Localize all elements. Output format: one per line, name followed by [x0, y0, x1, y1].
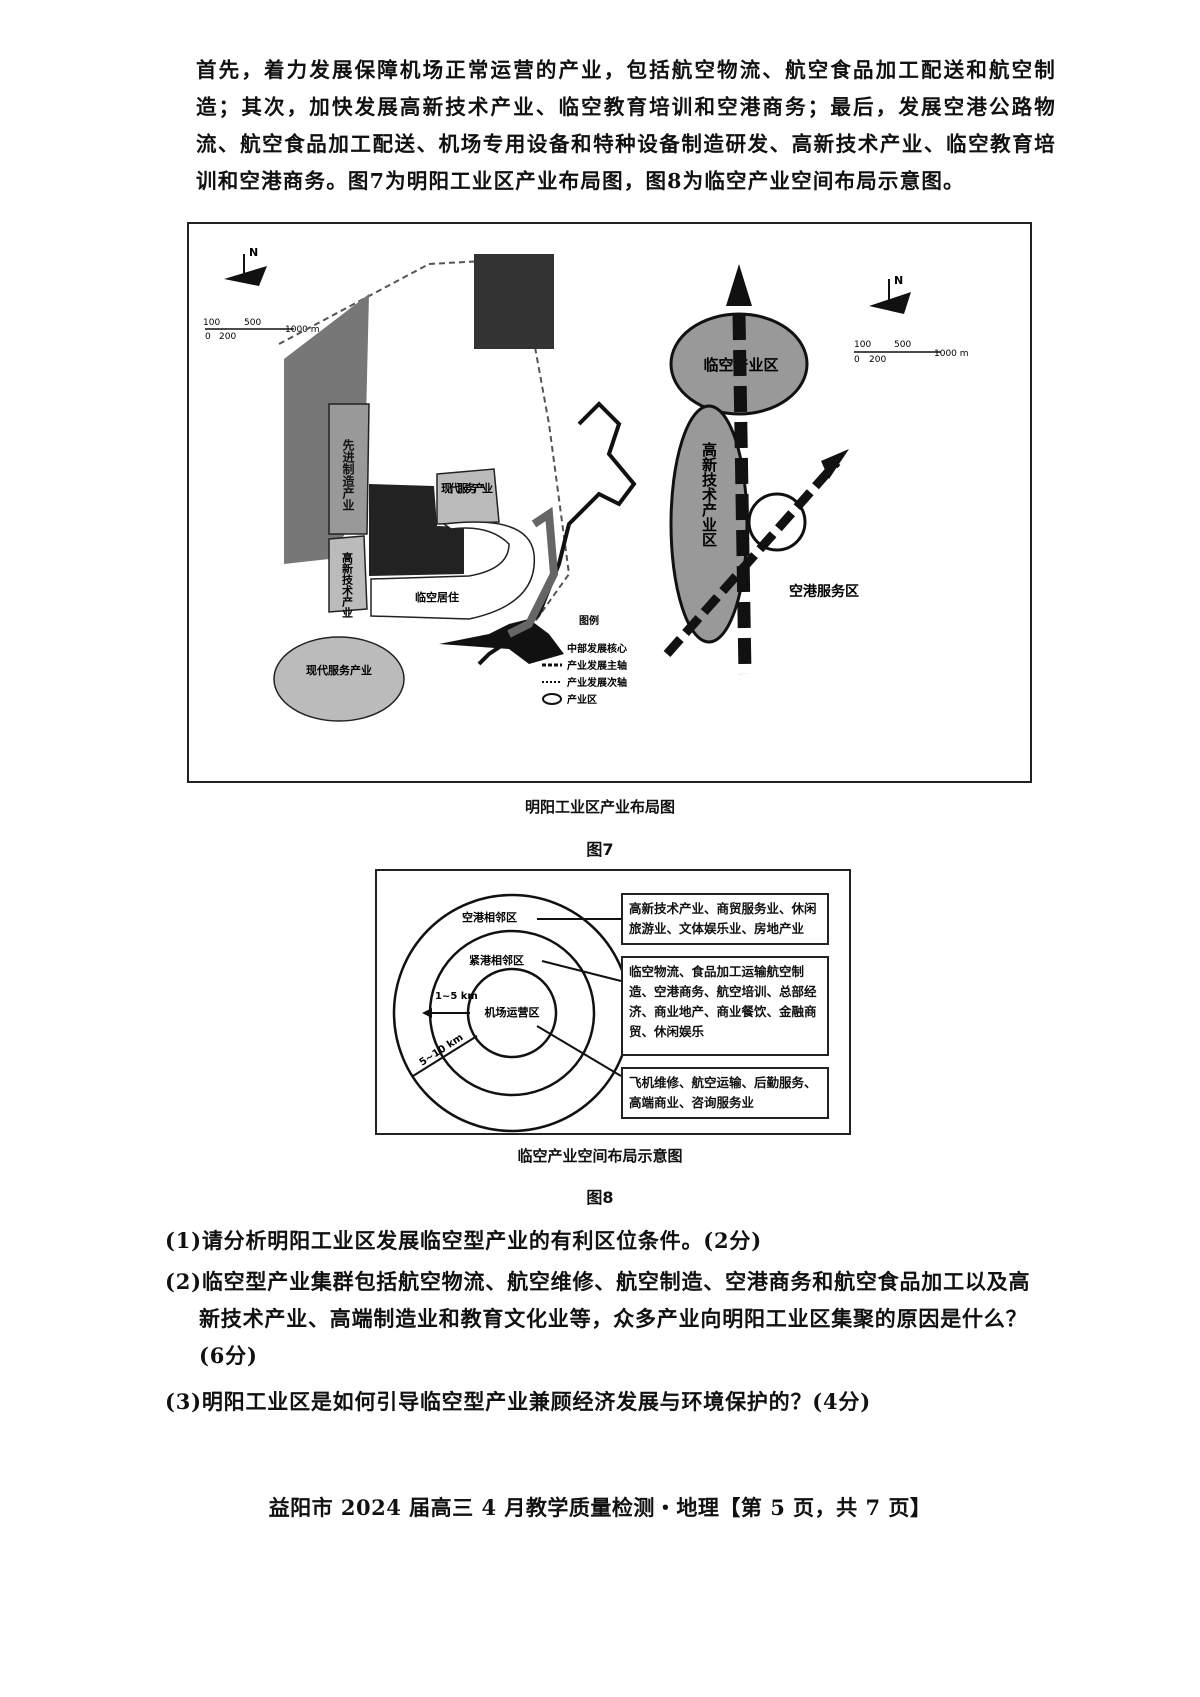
svg-text:产业区: 产业区 — [567, 693, 597, 706]
zone-modern-service-1 — [436, 468, 500, 525]
zone-dark-central — [369, 484, 464, 576]
north-arrow-icon-right: N — [869, 274, 911, 314]
label-modern-service-1: 现代服务产业 — [441, 481, 493, 495]
label-hightech-left: 高新技术产业 — [341, 551, 355, 618]
figure-8-label: 图8 — [586, 1188, 614, 1207]
svg-text:中部发展核心: 中部发展核心 — [567, 642, 627, 655]
figure-8-diagram: 空港相邻区 紧港相邻区 机场运营区 1~5 km 5~10 km — [392, 893, 632, 1133]
box-outer-zone-industries: 高新技术产业、商贸服务业、休闲旅游业、文体娱乐业、房地产业 — [621, 893, 829, 945]
svg-text:0: 0 — [205, 332, 211, 342]
label-residential: 临空居住 — [415, 590, 459, 604]
zone-advanced-manufacturing — [328, 403, 370, 535]
svg-text:N: N — [894, 274, 903, 287]
label-airport-service: 空港服务区 — [789, 583, 859, 600]
svg-text:N: N — [249, 246, 258, 259]
svg-text:200: 200 — [869, 355, 886, 365]
central-core-circle — [747, 492, 807, 552]
svg-text:1000 m: 1000 m — [934, 349, 969, 359]
svg-text:100: 100 — [203, 318, 220, 328]
figure-7-label: 图7 — [586, 840, 614, 859]
label-advanced-manufacturing: 先进制造产业 — [341, 438, 355, 511]
figure-8-frame: 空港相邻区 紧港相邻区 机场运营区 1~5 km 5~10 km 高新技术产业、… — [375, 869, 851, 1135]
figure-8-caption: 临空产业空间布局示意图 — [517, 1147, 683, 1165]
label-modern-service-2: 现代服务产业 — [306, 663, 372, 677]
label-distance-2: 5~10 km — [418, 1032, 466, 1068]
label-hightech-right: 高新技术产业区 — [700, 441, 718, 547]
zone-hightech-left — [328, 535, 368, 613]
page-footer: 益阳市 2024 届高三 4 月教学质量检测・地理【第 5 页，共 7 页】 — [268, 1495, 932, 1520]
question-2-line-3: (6分) — [199, 1343, 258, 1368]
svg-text:100: 100 — [854, 340, 871, 350]
question-2-line-2: 新技术产业、高端制造业和教育文化业等，众多产业向明阳工业区集聚的原因是什么？ — [199, 1306, 1028, 1331]
label-ring-inner: 机场运营区 — [485, 1005, 540, 1019]
secondary-development-axis — [663, 459, 841, 657]
question-2: (2)临空型产业集群包括航空物流、航空维修、航空制造、空港商务和航空食品加工以及… — [165, 1263, 1045, 1374]
box-inner-zone-industries: 飞机维修、航空运输、后勤服务、高端商业、咨询服务业 — [621, 1067, 829, 1119]
svg-text:500: 500 — [244, 318, 261, 328]
zone-modern-service-2 — [273, 636, 405, 722]
figure-7-map: N 100 500 0 200 1000 m 先进制造产业 现代服务产业 高新技… — [203, 246, 969, 722]
north-arrow-icon: N — [224, 246, 267, 286]
svg-text:图例: 图例 — [579, 614, 599, 627]
box-middle-zone-industries: 临空物流、食品加工运输航空制造、空港商务、航空培训、总部经济、商业地产、商业餐饮… — [621, 956, 829, 1056]
svg-text:500: 500 — [894, 340, 911, 350]
label-ring-outer: 空港相邻区 — [462, 910, 517, 924]
svg-text:200: 200 — [219, 332, 236, 342]
question-1: (1)请分析明阳工业区发展临空型产业的有利区位条件。(2分) — [165, 1228, 762, 1253]
svg-text:产业发展主轴: 产业发展主轴 — [567, 659, 627, 672]
figure-7-frame: N 100 500 0 200 1000 m 先进制造产业 现代服务产业 高新技… — [187, 222, 1032, 783]
main-development-axis — [732, 313, 752, 675]
intro-paragraph: 首先，着力发展保障机场正常运营的产业，包括航空物流、航空食品加工配送和航空制造；… — [196, 58, 1056, 193]
question-2-line-1: (2)临空型产业集群包括航空物流、航空维修、航空制造、空港商务和航空食品加工以及… — [165, 1269, 1031, 1294]
figure-7-caption: 明阳工业区产业布局图 — [524, 798, 675, 816]
zone-residential — [370, 521, 536, 620]
svg-text:产业发展次轴: 产业发展次轴 — [567, 676, 627, 689]
legend: 图例 中部发展核心 产业发展主轴 产业发展次轴 产业区 — [542, 614, 627, 706]
svg-text:1000 m: 1000 m — [285, 325, 320, 335]
svg-text:0: 0 — [854, 355, 860, 365]
label-distance-1: 1~5 km — [435, 991, 478, 1002]
question-3: (3)明阳工业区是如何引导临空型产业兼顾经济发展与环境保护的？(4分) — [165, 1389, 871, 1414]
scale-bar-right: 100 500 0 200 1000 m — [854, 340, 969, 365]
zone-dark-top — [474, 254, 554, 349]
label-ring-middle: 紧港相邻区 — [469, 953, 524, 967]
scale-bar-left: 100 500 0 200 1000 m — [203, 318, 320, 342]
